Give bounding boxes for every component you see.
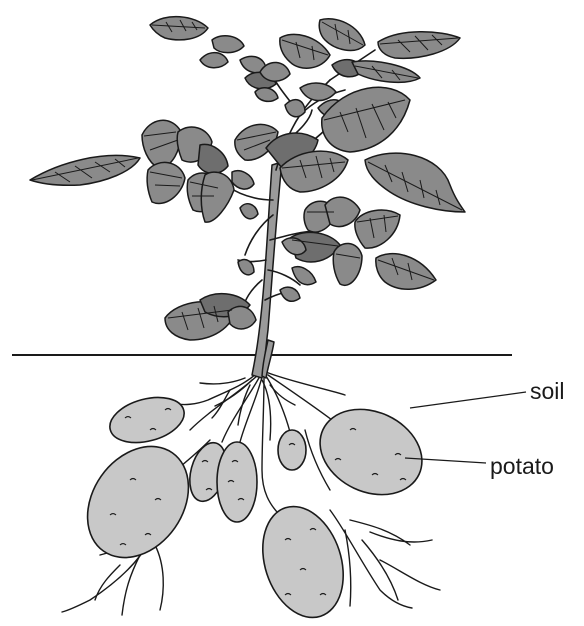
leaf bbox=[280, 287, 300, 301]
potato-tuber bbox=[67, 427, 210, 577]
potato-label: potato bbox=[490, 455, 554, 478]
leaf bbox=[240, 204, 258, 219]
leaf bbox=[30, 155, 140, 185]
potato-tuber bbox=[249, 496, 357, 626]
potato-tuber bbox=[278, 430, 306, 470]
leaf bbox=[300, 83, 336, 100]
leaf bbox=[147, 162, 185, 203]
leaf bbox=[198, 144, 228, 173]
leaf bbox=[322, 87, 410, 152]
leaf bbox=[232, 171, 254, 189]
stems bbox=[252, 162, 282, 378]
leaf bbox=[228, 306, 256, 328]
leaf bbox=[378, 32, 460, 59]
leaf bbox=[280, 34, 330, 68]
potato-tuber bbox=[217, 442, 257, 522]
leaf bbox=[285, 100, 305, 117]
leaf bbox=[333, 243, 362, 285]
soil-label: soil bbox=[530, 380, 565, 403]
leaf bbox=[212, 36, 244, 53]
soil-leader-line bbox=[410, 392, 526, 408]
leaf bbox=[376, 254, 436, 290]
leaf bbox=[255, 88, 278, 102]
leaf bbox=[150, 17, 208, 40]
leaf bbox=[200, 53, 228, 68]
leaf bbox=[365, 153, 465, 212]
leaf bbox=[355, 210, 400, 248]
potato-tuber bbox=[105, 390, 189, 450]
leaf bbox=[201, 172, 234, 222]
leaf bbox=[319, 19, 365, 51]
leaf bbox=[142, 120, 180, 168]
potato-tuber bbox=[306, 393, 436, 510]
